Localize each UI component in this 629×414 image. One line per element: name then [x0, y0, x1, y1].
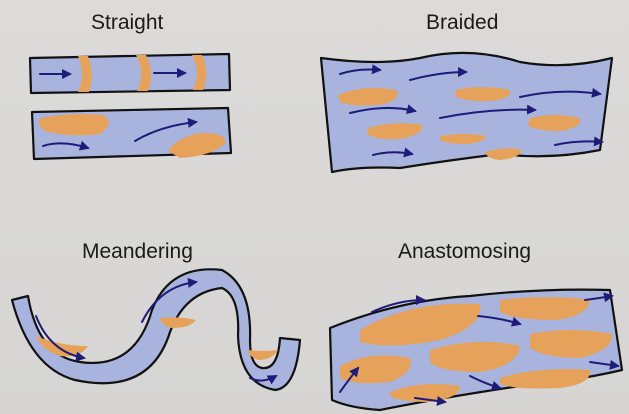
braided-channel: [321, 53, 612, 172]
meandering-channel: [12, 269, 300, 390]
anastomosing-channel: [330, 290, 622, 410]
straight-channel-bottom: [32, 108, 231, 159]
straight-channel-top: [30, 54, 230, 93]
